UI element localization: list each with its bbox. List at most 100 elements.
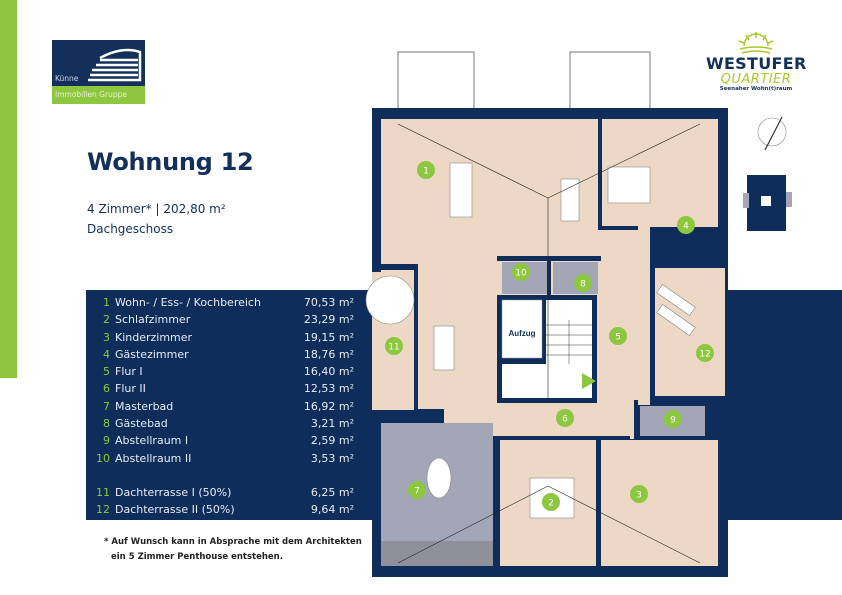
room-area: 18,76 m² [303, 347, 354, 361]
sun-logo-icon [738, 32, 774, 54]
room-row: 9 Abstellraum I 2,59 m² [92, 432, 354, 449]
room-area: 16,40 m² [303, 365, 354, 379]
room-marker [574, 274, 592, 292]
room-row: 8 Gästebad 3,21 m² [92, 415, 354, 432]
room-number: 9 [103, 434, 110, 448]
stair-landing [502, 364, 592, 398]
room-marker-number: 12 [699, 350, 710, 360]
room-area: 12,53 m² [303, 382, 354, 396]
room-row: 2 Schlafzimmer 23,29 m² [92, 311, 354, 328]
floor-label: Dachgeschoss [87, 222, 174, 236]
entrance-arrow-icon [582, 373, 596, 389]
room-number: 12 [96, 503, 110, 517]
room-name: Flur I [115, 365, 143, 379]
sofa [560, 178, 580, 222]
sunbed [656, 284, 696, 316]
room-row: 3 Kinderzimmer 19,15 m² [92, 329, 354, 346]
room-number: 7 [103, 399, 110, 413]
compass-icon [757, 117, 787, 147]
room-number: 2 [103, 313, 110, 327]
room-row: 12 Dachterrasse II (50%) 9,64 m² [92, 501, 354, 518]
room-number: 8 [103, 417, 110, 431]
room-marker-number: 9 [670, 416, 676, 426]
room-area: 2,59 m² [310, 434, 354, 448]
project-logo: WESTUFER QUARTIER Seenaher Wohn(t)raum [706, 30, 806, 92]
dining-table [449, 162, 473, 218]
company-sub: Immobilien Gruppe [52, 86, 145, 104]
room-area: 16,92 m² [303, 399, 354, 413]
room-marker-number: 1 [423, 167, 429, 177]
room-marker [664, 410, 682, 428]
room-marker [609, 327, 627, 345]
bathtub [426, 457, 452, 499]
company-name: Künne [55, 74, 79, 83]
roof-outline [569, 51, 651, 110]
room-marker-number: 8 [580, 280, 586, 290]
guest-bed [607, 166, 651, 204]
building-logo-icon [88, 48, 142, 82]
room-row: 6 Flur II 12,53 m² [92, 380, 354, 397]
room-number: 11 [96, 485, 110, 499]
room-number: 6 [103, 382, 110, 396]
room-marker-number: 7 [414, 487, 420, 497]
roof-outline [397, 51, 475, 110]
room-name: Schlafzimmer [115, 313, 191, 327]
project-name: WESTUFER [706, 54, 807, 73]
room-marker-number: 4 [683, 222, 689, 232]
footnote-line: * Auf Wunsch kann in Absprache mit dem A… [104, 537, 362, 547]
room-marker [512, 263, 530, 281]
company-logo: Künne Immobilien Gruppe [52, 40, 145, 104]
room-area: 3,21 m² [310, 417, 354, 431]
room-3-floor [601, 440, 718, 566]
room-marker-number: 5 [615, 333, 621, 343]
room-area: 23,29 m² [303, 313, 354, 327]
room-row: 11 Dachterrasse I (50%) 6,25 m² [92, 484, 354, 501]
room-name: Abstellraum I [115, 434, 189, 448]
room-number: 5 [103, 365, 110, 379]
room-marker [696, 344, 714, 362]
room-marker [630, 485, 648, 503]
kitchen-island [433, 325, 455, 371]
parasol-icon [365, 275, 415, 325]
room-name: Gästezimmer [115, 347, 189, 361]
room-marker-number: 11 [388, 343, 399, 353]
room-name: Dachterrasse II (50%) [115, 503, 235, 517]
room-row: 5 Flur I 16,40 m² [92, 363, 354, 380]
sunbed [656, 304, 696, 336]
room-area: 6,25 m² [310, 485, 354, 499]
room-name: Gästebad [115, 417, 168, 431]
room-marker [385, 337, 403, 355]
page-title: Wohnung 12 [87, 148, 254, 176]
wall [598, 112, 602, 228]
room-row: 7 Masterbad 16,92 m² [92, 398, 354, 415]
room-name: Kinderzimmer [115, 330, 193, 344]
elevator[interactable] [501, 299, 543, 359]
footnote: * Auf Wunsch kann in Absprache mit dem A… [104, 535, 362, 565]
room-area: 19,15 m² [303, 330, 354, 344]
room-name: Dachterrasse I (50%) [115, 485, 232, 499]
room-name: Masterbad [115, 399, 174, 413]
room-name: Flur II [115, 382, 146, 396]
room-area: 70,53 m² [303, 296, 354, 309]
room-marker-number: 2 [548, 499, 554, 509]
room-number: 3 [103, 330, 110, 344]
apartment-summary: 4 Zimmer* | 202,80 m² [87, 202, 226, 216]
room-8-floor [553, 262, 598, 294]
accent-stripe [0, 0, 17, 378]
room-area: 9,64 m² [310, 503, 354, 517]
room-marker [417, 161, 435, 179]
room-marker [677, 216, 695, 234]
project-tagline: Seenaher Wohn(t)raum [719, 86, 793, 92]
room-marker-number: 10 [515, 269, 527, 279]
room-number: 1 [103, 296, 110, 309]
room-marker-number: 3 [636, 491, 642, 501]
footnote-line: ein 5 Zimmer Penthouse entstehen. [111, 552, 283, 562]
room-name: Abstellraum II [115, 451, 192, 465]
room-number: 10 [96, 451, 110, 465]
masterbad-slope [381, 541, 493, 566]
